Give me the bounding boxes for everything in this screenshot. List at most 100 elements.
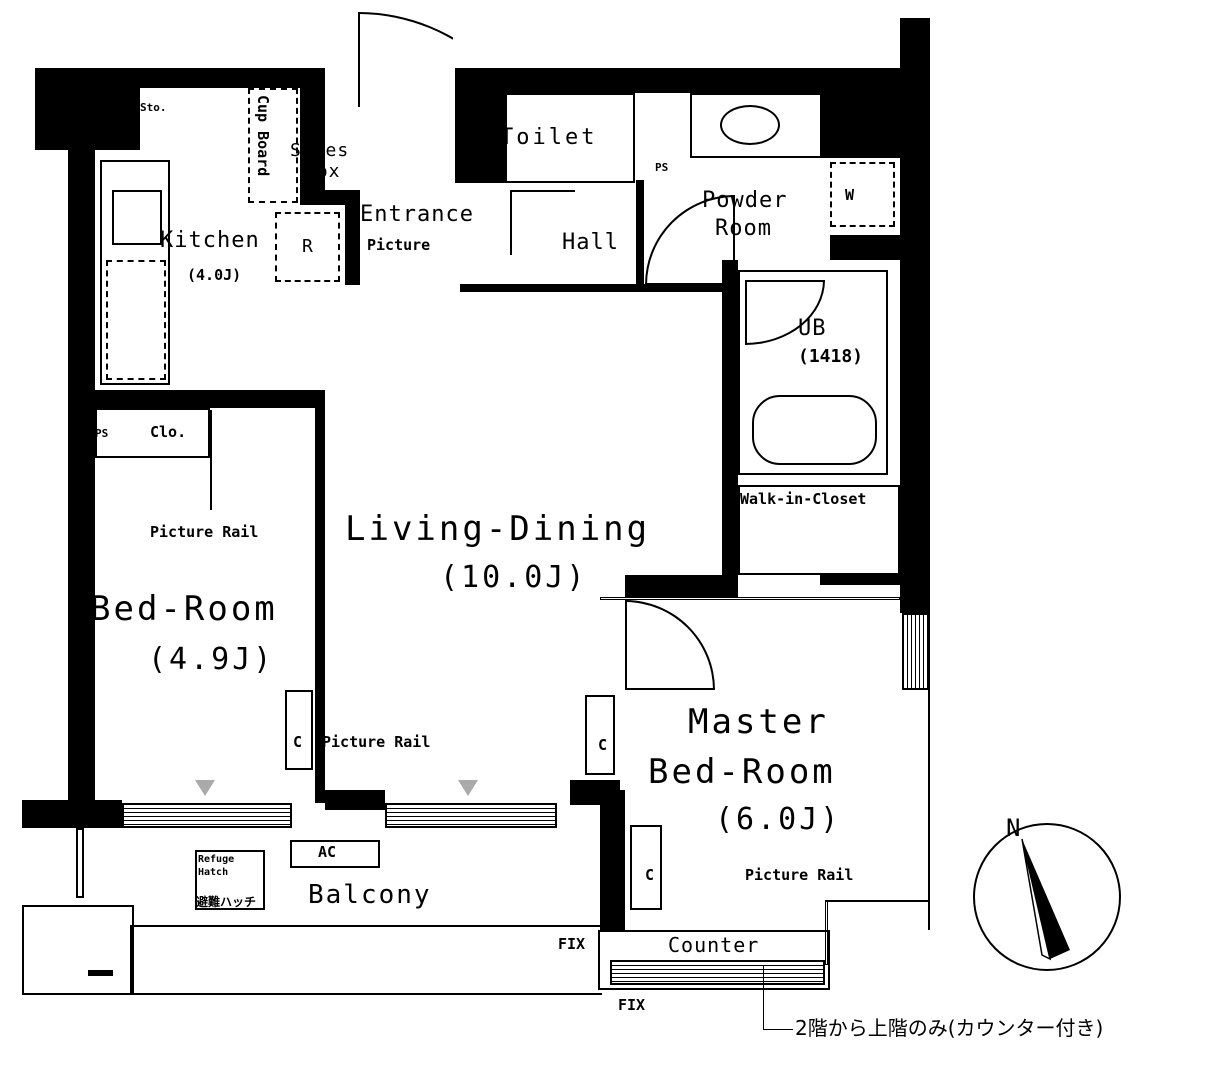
kitchen-label: Kitchen (160, 228, 260, 253)
pipe-space-label: PS (95, 427, 109, 440)
wall (900, 18, 930, 613)
bedroom-label: Bed-Room (90, 589, 278, 629)
toilet-label: Toilet (500, 125, 598, 150)
wall (455, 68, 505, 183)
refuge-hatch-label: Refuge (198, 854, 235, 865)
wall (460, 284, 730, 292)
refuge-hatch-box (195, 850, 265, 910)
note-leader-line (763, 965, 793, 1030)
walk-in-closet-label: Walk-in-Closet (740, 490, 867, 508)
bedroom-door (210, 410, 310, 510)
kitchen-counter (100, 160, 170, 385)
closet-box (738, 485, 900, 575)
powder-label-2: Room (715, 216, 772, 241)
storage-label: Sto. (140, 101, 167, 114)
sink-icon (720, 105, 780, 145)
wall (636, 180, 644, 285)
closet-mark: C (598, 736, 608, 754)
window (122, 803, 292, 828)
picture-rail-label: Picture Rail (150, 523, 259, 541)
wall (820, 93, 900, 158)
picture-rail-label: Picture Rail (322, 733, 431, 751)
fix-label: FIX (618, 996, 646, 1014)
wall (820, 575, 900, 585)
window (610, 960, 825, 985)
refrigerator-label: R (302, 236, 314, 257)
wall (325, 790, 385, 810)
wall (625, 575, 738, 597)
wall (830, 235, 900, 260)
picture-label: Picture (367, 236, 431, 254)
toilet-box (505, 93, 635, 183)
shoes-box-label: Box (305, 161, 341, 182)
living-dining-size: (10.0J) (440, 560, 588, 595)
wall (300, 68, 325, 203)
window (902, 613, 930, 690)
master-label-1: Master (688, 702, 829, 742)
washer-label: W (845, 186, 855, 204)
wall (455, 68, 905, 93)
pipe-space-label: PS (655, 161, 669, 174)
wall (22, 800, 122, 828)
line (825, 900, 828, 965)
storage-label: Sto. (455, 154, 482, 167)
picture-rail-label: Picture Rail (745, 866, 854, 884)
washer-box (830, 162, 895, 227)
closet-label: Clo. (150, 423, 187, 441)
cup-board-box (248, 88, 298, 203)
wall (315, 408, 325, 803)
unit-bath-box (738, 270, 888, 475)
compass-icon (973, 823, 1121, 971)
outdoor-unit-mark (88, 970, 113, 976)
ub-label: UB (798, 316, 827, 341)
powder-label-1: Powder (702, 188, 788, 213)
window (385, 803, 557, 828)
master-door (625, 600, 715, 690)
hall-label: Hall (562, 230, 619, 255)
wall (570, 780, 620, 805)
ac-outdoor-box (290, 840, 380, 868)
ac-box (630, 825, 662, 910)
kitchen-size: (4.0J) (187, 266, 242, 284)
outdoor-unit (22, 905, 134, 995)
ub-size: (1418) (798, 346, 864, 367)
ac-box (585, 695, 615, 775)
wall (68, 150, 95, 810)
closet-mark: C (293, 733, 303, 751)
living-dining-label: Living-Dining (345, 509, 651, 549)
line (885, 690, 930, 930)
closet-box (95, 408, 210, 458)
vanity (690, 93, 825, 158)
counter-box (598, 930, 830, 990)
shoes-box-label: Shoes (290, 140, 350, 161)
wall (722, 260, 738, 580)
compass-north-label: N (1006, 814, 1022, 842)
wall (600, 790, 625, 930)
master-label-2: Bed-Room (648, 752, 836, 792)
sink-counter (106, 260, 166, 380)
wall (140, 68, 325, 88)
refrigerator-box (275, 212, 340, 282)
balcony-label: Balcony (308, 880, 432, 910)
window-marker-icon (195, 780, 215, 796)
master-size: (6.0J) (715, 802, 842, 837)
wall (35, 68, 140, 150)
stove-icon (112, 190, 162, 245)
cup-board-label: Cup Board (254, 95, 272, 177)
balcony-rail (130, 925, 602, 995)
closet-mark: C (645, 866, 655, 884)
hall-door (510, 190, 575, 255)
wall (95, 390, 325, 408)
fix-label: FIX (558, 935, 586, 953)
counter-label: Counter (668, 933, 760, 957)
wall (345, 200, 360, 285)
line (825, 900, 930, 902)
entrance-label: Entrance (360, 202, 474, 227)
refuge-hatch-label: Hatch (198, 867, 229, 878)
bathtub (752, 395, 877, 465)
ac-box (285, 690, 313, 770)
ac-label: AC (318, 843, 337, 861)
bedroom-size: (4.9J) (148, 642, 275, 677)
refuge-hatch-jp-label: 避難ハッチ (196, 895, 257, 909)
